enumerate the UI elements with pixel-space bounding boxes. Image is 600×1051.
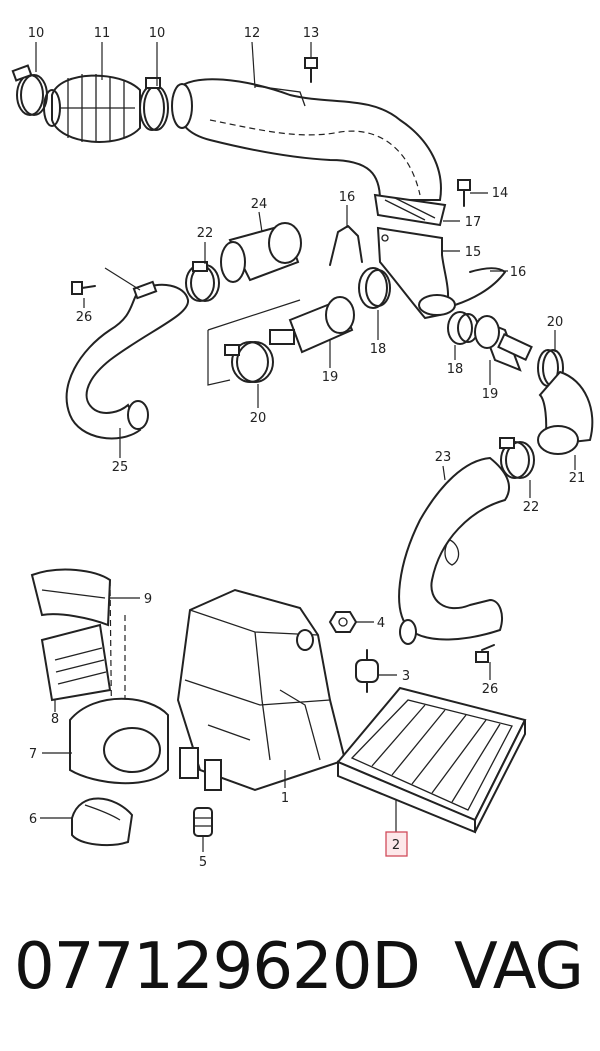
callout-26-left: 26 bbox=[76, 310, 93, 325]
callout-15: 15 bbox=[465, 245, 482, 260]
callout-3: 3 bbox=[402, 669, 410, 684]
duct-elbow-15 bbox=[376, 226, 456, 320]
callout-11: 11 bbox=[94, 26, 111, 41]
callout-20-left: 20 bbox=[250, 411, 267, 426]
callout-5: 5 bbox=[199, 855, 207, 870]
nut-4 bbox=[328, 611, 358, 633]
callout-17: 17 bbox=[465, 215, 482, 230]
bolt-26-left bbox=[71, 281, 96, 295]
hose-clamp-20-left bbox=[224, 341, 274, 383]
air-filter-housing-1 bbox=[176, 588, 347, 792]
callout-13: 13 bbox=[303, 26, 320, 41]
callout-19-left: 19 bbox=[322, 370, 339, 385]
spring-clip-16-top bbox=[329, 225, 363, 266]
callout-1: 1 bbox=[281, 791, 289, 806]
callout-7: 7 bbox=[29, 747, 37, 762]
hose-clamp-22-lower bbox=[499, 437, 535, 479]
callout-12: 12 bbox=[244, 26, 261, 41]
footer: 077129620D VAG bbox=[0, 925, 600, 1025]
callout-10-right: 10 bbox=[149, 26, 166, 41]
air-hose-25 bbox=[65, 280, 189, 440]
brand-name: VAG bbox=[454, 930, 584, 1004]
callout-18-left: 18 bbox=[370, 342, 387, 357]
air-intake-scoop-9 bbox=[30, 568, 112, 627]
callout-10-left: 10 bbox=[28, 26, 45, 41]
o-ring-18-right bbox=[447, 311, 479, 345]
highlight-box-2 bbox=[385, 831, 408, 857]
callout-23: 23 bbox=[435, 450, 452, 465]
callout-16-right: 16 bbox=[510, 265, 527, 280]
intake-duct-7 bbox=[69, 697, 169, 785]
rubber-mount-5 bbox=[193, 807, 213, 837]
spring-clip-16-right bbox=[454, 267, 506, 306]
callout-9: 9 bbox=[144, 592, 152, 607]
intake-grille-8 bbox=[40, 623, 112, 702]
connector-sleeve-24 bbox=[220, 222, 302, 283]
bolt-14 bbox=[457, 179, 471, 207]
air-filter-element-2 bbox=[336, 686, 527, 834]
callout-21: 21 bbox=[569, 471, 586, 486]
hose-clamp-22-upper bbox=[185, 261, 220, 302]
part-number: 077129620D bbox=[14, 930, 421, 1004]
air-guide-6 bbox=[71, 797, 134, 847]
air-hose-21 bbox=[537, 370, 594, 455]
flange-gasket-17 bbox=[373, 193, 447, 227]
callout-2: 2 bbox=[392, 838, 400, 853]
callout-22-lower: 22 bbox=[523, 500, 540, 515]
bolt-26-right bbox=[475, 644, 495, 663]
leader-lines bbox=[35, 41, 576, 852]
o-ring-18-left bbox=[358, 267, 391, 309]
intake-duct-12 bbox=[171, 78, 442, 201]
callout-16-top: 16 bbox=[339, 190, 356, 205]
callout-4: 4 bbox=[377, 616, 385, 631]
connecting-pipe-19-right bbox=[474, 315, 533, 372]
intake-sleeve-11 bbox=[43, 74, 141, 143]
bolt-13 bbox=[304, 57, 318, 83]
callout-24: 24 bbox=[251, 197, 268, 212]
hose-clamp-10-left bbox=[11, 64, 48, 116]
callout-6: 6 bbox=[29, 812, 37, 827]
air-hose-23 bbox=[398, 456, 510, 645]
exploded-parts-diagram: 10 11 10 12 13 14 17 15 16 16 24 22 26 1… bbox=[11, 26, 594, 870]
callout-22-upper: 22 bbox=[197, 226, 214, 241]
callout-14: 14 bbox=[492, 186, 509, 201]
callout-18-right: 18 bbox=[447, 362, 464, 377]
rubber-mount-3 bbox=[355, 649, 379, 693]
callout-26-right: 26 bbox=[482, 682, 499, 697]
hose-clamp-10-right bbox=[139, 77, 169, 131]
callout-19-right: 19 bbox=[482, 387, 499, 402]
callout-20-right: 20 bbox=[547, 315, 564, 330]
connecting-pipe-19-left bbox=[269, 296, 355, 354]
callout-8: 8 bbox=[51, 712, 59, 727]
callout-25: 25 bbox=[112, 460, 129, 475]
